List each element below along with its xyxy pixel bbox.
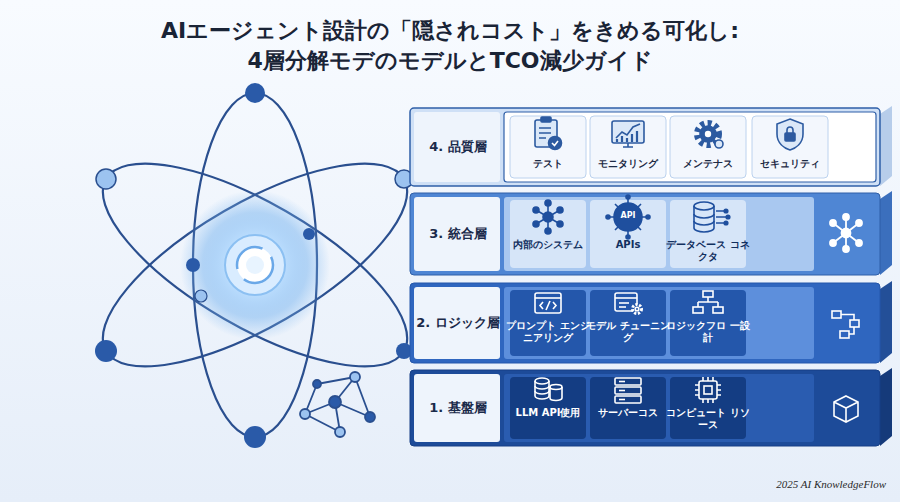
layer-item: LLM API使用 bbox=[506, 407, 590, 419]
item-label: コンピュート リソース bbox=[666, 407, 750, 431]
layer-item: メンテナス bbox=[666, 158, 750, 170]
layer-item: プロンプト エンジニアリング bbox=[506, 320, 590, 344]
layer-band: 3. 統合層内部のシステムAPIsデータベース コネクタ bbox=[410, 193, 880, 275]
layer-item: データベース コネクタ bbox=[666, 239, 750, 263]
item-label: メンテナス bbox=[666, 158, 750, 170]
title: AIエージェント設計の「隠されコスト」をきめる可化し: 4層分解モデのモデルとT… bbox=[110, 16, 790, 75]
item-label: モニタリング bbox=[586, 158, 670, 170]
layer-slab bbox=[410, 368, 892, 446]
layer-item: 内部のシステム bbox=[506, 239, 590, 251]
layer-item: APIs bbox=[586, 239, 670, 251]
layer-item: モデル チューニング bbox=[586, 320, 670, 344]
layer-slab bbox=[410, 106, 892, 186]
layer-item: モニタリング bbox=[586, 158, 670, 170]
icon-text: API bbox=[613, 211, 643, 221]
item-label: APIs bbox=[586, 239, 670, 251]
layer-item: ロジックフロ 一設計 bbox=[666, 320, 750, 344]
atom-illustration bbox=[75, 83, 435, 448]
item-label: LLM API使用 bbox=[506, 407, 590, 419]
layer-band: 2. ロジック層プロンプト エンジニアリングモデル チューニングロジックフロ 一… bbox=[410, 283, 880, 363]
item-label: ロジックフロ 一設計 bbox=[666, 320, 750, 344]
item-label: プロンプト エンジニアリング bbox=[506, 320, 590, 344]
layer-label: 1. 基盤層 bbox=[415, 400, 501, 416]
layer-band: 1. 基盤層 LLM API使用サーバーコスコンピュート リソース bbox=[410, 370, 880, 446]
item-label: サーバーコス bbox=[586, 407, 670, 419]
layer-label: 4. 品質層 bbox=[415, 139, 501, 155]
layer-band: 4. 品質層テストモニタリングメンテナスセキュリティ bbox=[410, 108, 880, 186]
watermark: 2025 AI KnowledgeFlow bbox=[686, 478, 886, 491]
item-label: セキュリティ bbox=[748, 158, 832, 170]
item-label: 内部のシステム bbox=[506, 239, 590, 251]
item-label: モデル チューニング bbox=[586, 320, 670, 344]
layer-label: 2. ロジック層 bbox=[415, 315, 501, 331]
item-label: データベース コネクタ bbox=[666, 239, 750, 263]
layer-item: コンピュート リソース bbox=[666, 407, 750, 431]
layer-slab bbox=[410, 281, 892, 363]
item-label: テスト bbox=[506, 158, 590, 170]
network-illustration bbox=[300, 372, 375, 437]
layer-label: 3. 統合層 bbox=[415, 226, 501, 242]
layer-item: サーバーコス bbox=[586, 407, 670, 419]
layer-slab bbox=[410, 191, 892, 275]
layer-item: セキュリティ bbox=[748, 158, 832, 170]
layer-item: テスト bbox=[506, 158, 590, 170]
